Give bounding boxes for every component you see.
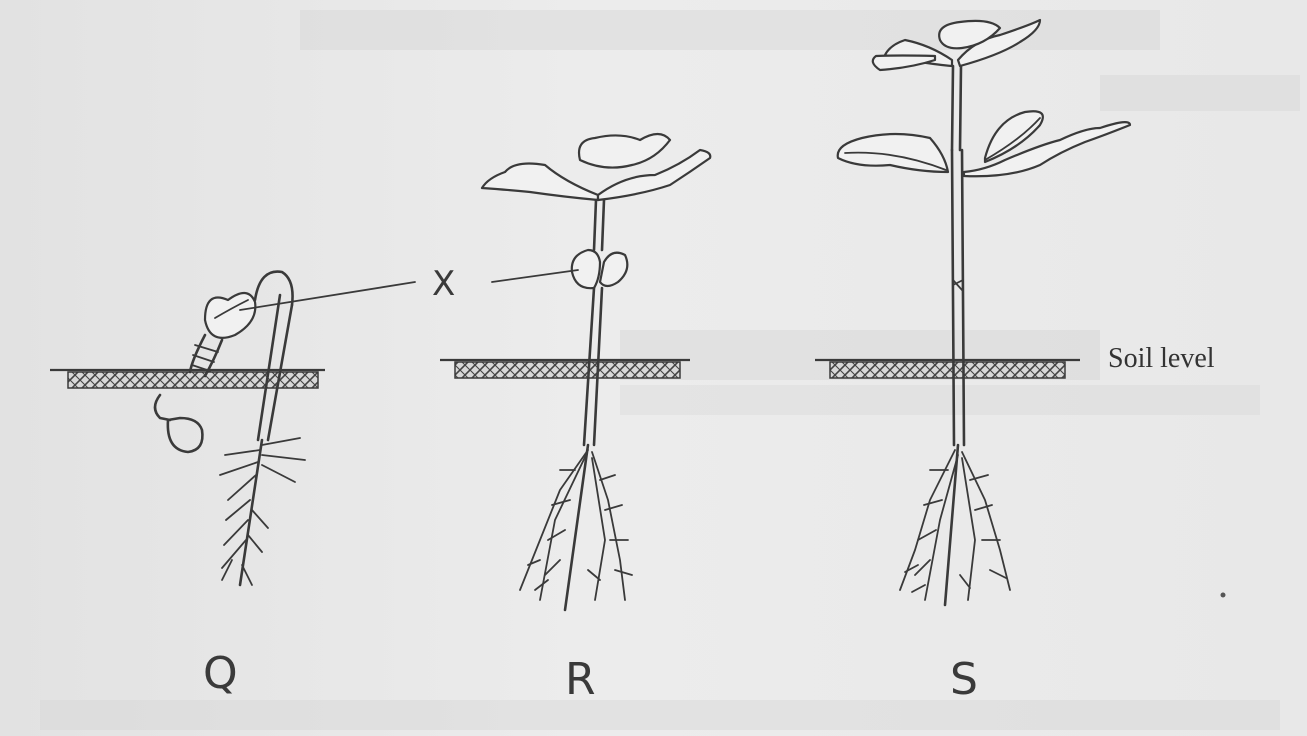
seedling-q: [155, 272, 415, 585]
stage-label-s: S: [950, 654, 978, 705]
stage-label-r: R: [565, 654, 596, 705]
seedling-s: [838, 20, 1130, 605]
soil-r: [440, 360, 690, 378]
soil-level-label: Soil level: [1108, 343, 1215, 374]
soil-q: [50, 370, 325, 388]
ink-dot: [1221, 593, 1226, 598]
soil-s: [815, 360, 1080, 378]
stage-label-q: Q: [203, 648, 238, 699]
label-x: X: [432, 264, 455, 304]
